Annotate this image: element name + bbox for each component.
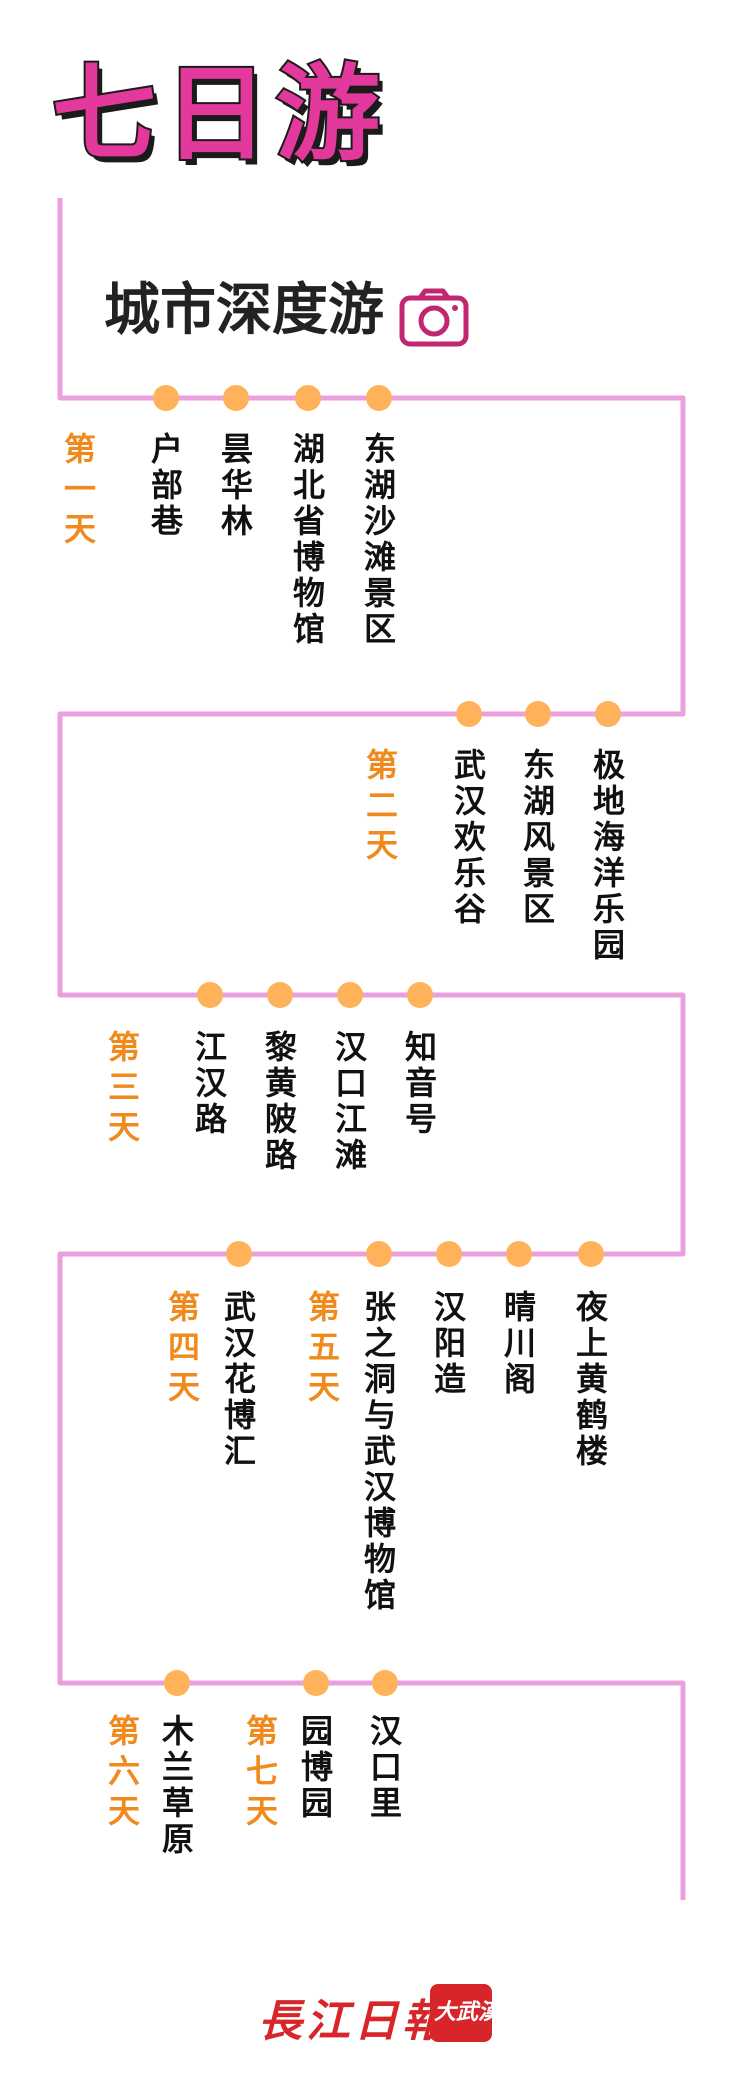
- stop-dot: [578, 1241, 604, 1267]
- stop-dot: [366, 385, 392, 411]
- stop-dot: [303, 1670, 329, 1696]
- stop-happy-valley: 武汉欢乐谷: [449, 748, 487, 928]
- stop-hubuxiang: 户部巷: [146, 432, 184, 540]
- stop-hubei-museum: 湖北省博物馆: [288, 432, 326, 648]
- stop-dot: [164, 1670, 190, 1696]
- brand-logo: 長江日報: [258, 1996, 450, 2047]
- stop-dot: [372, 1670, 398, 1696]
- stop-hanyangzao: 汉阳造: [429, 1290, 467, 1398]
- brand-badge: [430, 1984, 492, 2042]
- stop-dot: [506, 1241, 532, 1267]
- stop-dot: [436, 1241, 462, 1267]
- day-label-7: 第七天: [241, 1714, 279, 1834]
- stop-dot: [223, 385, 249, 411]
- stop-dot: [366, 1241, 392, 1267]
- stop-garden-expo-park: 园博园: [296, 1714, 334, 1822]
- stop-qingchuan-pavilion: 晴川阁: [499, 1290, 537, 1398]
- stop-flower-expo: 武汉花博汇: [219, 1290, 257, 1470]
- stop-jianghan-road: 江汉路: [190, 1030, 228, 1138]
- stop-dot: [407, 982, 433, 1008]
- stop-east-lake: 东湖风景区: [518, 748, 556, 928]
- day-label-6: 第六天: [103, 1714, 141, 1834]
- stop-dot: [337, 982, 363, 1008]
- stop-hankou-li: 汉口里: [365, 1714, 403, 1822]
- stop-dot: [595, 701, 621, 727]
- camera-icon: [399, 288, 469, 347]
- stop-zhiyin: 知音号: [400, 1030, 438, 1138]
- day-label-5: 第五天: [303, 1290, 341, 1410]
- stop-zhangzhidong-museum: 张之洞与武汉博物馆: [359, 1290, 397, 1614]
- stop-hankou-riverside: 汉口江滩: [330, 1030, 368, 1174]
- day-label-2: 第二天: [361, 748, 399, 868]
- stop-yellow-crane-tower: 夜上黄鹤楼: [571, 1290, 609, 1470]
- day-label-4: 第四天: [163, 1290, 201, 1410]
- day-label-3: 第三天: [103, 1030, 141, 1150]
- stop-dot: [295, 385, 321, 411]
- day-label-1: 第一天: [59, 432, 97, 552]
- stop-tanhualin: 昙华林: [216, 432, 254, 540]
- stop-dot: [226, 1241, 252, 1267]
- page-subtitle: 城市深度游: [104, 277, 384, 343]
- stop-dot: [525, 701, 551, 727]
- brand-badge-text: 大武漢: [434, 1999, 501, 2025]
- stop-dot: [267, 982, 293, 1008]
- stop-dot: [153, 385, 179, 411]
- stop-dot: [197, 982, 223, 1008]
- page-title: 七日游: [50, 53, 389, 175]
- stop-lihuangpi-road: 黎黄陂路: [260, 1030, 298, 1174]
- stop-polar-ocean: 极地海洋乐园: [588, 748, 626, 964]
- stop-mulan-grassland: 木兰草原: [157, 1714, 195, 1858]
- stop-dot: [456, 701, 482, 727]
- stop-donghu-beach: 东湖沙滩景区: [359, 432, 397, 648]
